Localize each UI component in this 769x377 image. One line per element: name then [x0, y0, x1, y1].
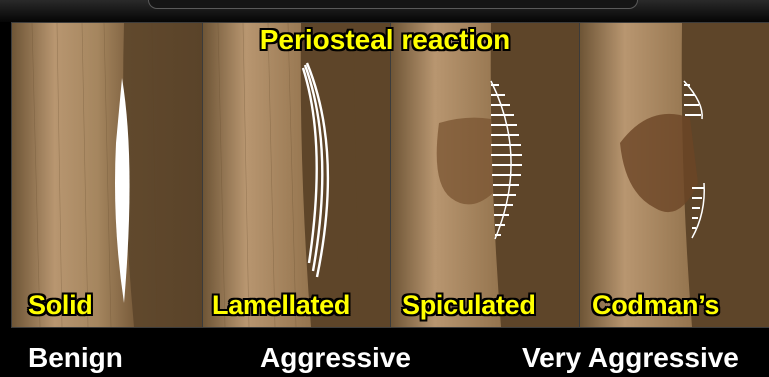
panel-lamellated	[203, 23, 391, 327]
panel-label-spiculated: Spiculated	[402, 290, 536, 321]
panel-label-lamellated: Lamellated	[212, 290, 350, 321]
panel-solid	[12, 23, 203, 327]
window-top-bar	[0, 0, 769, 22]
bone-illustration-lamellated	[203, 23, 391, 327]
bone-illustration-solid	[12, 23, 203, 327]
panel-label-solid: Solid	[28, 290, 93, 321]
window-tab	[148, 0, 638, 9]
panel-label-codman: Codman’s	[592, 290, 719, 321]
category-aggressive: Aggressive	[260, 342, 411, 374]
panel-codman	[580, 23, 769, 327]
panel-strip: Solid Lamellated Spiculated Codman’s	[12, 23, 769, 327]
bone-illustration-codman	[580, 23, 769, 327]
category-very-aggressive: Very Aggressive	[522, 342, 739, 374]
bone-illustration-spiculated	[391, 23, 580, 327]
panel-spiculated	[391, 23, 580, 327]
diagram-title: Periosteal reaction	[237, 24, 533, 56]
category-benign: Benign	[28, 342, 123, 374]
